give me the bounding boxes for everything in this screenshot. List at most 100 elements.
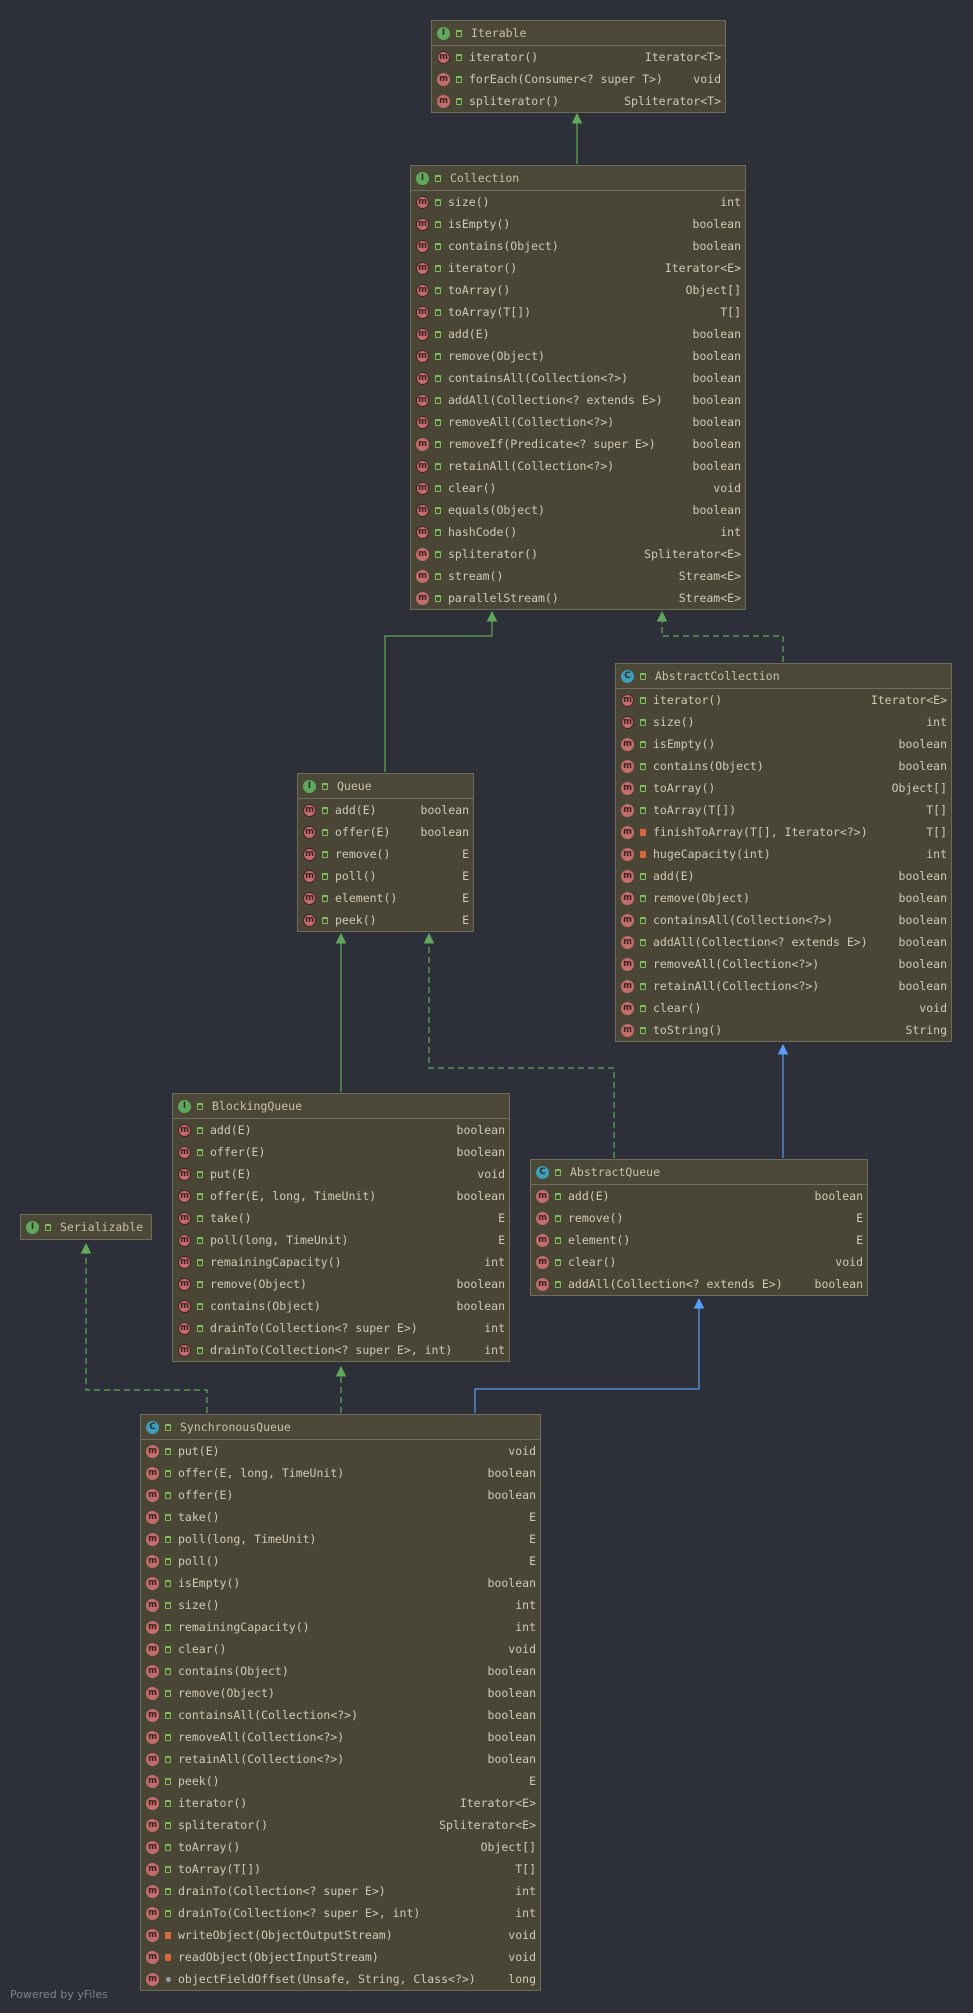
class-node-abstractqueue[interactable]: CAbstractQueuemadd(E)booleanmremove()Eme… [530,1159,868,1296]
class-header[interactable]: CSynchronousQueue [141,1415,540,1440]
class-node-synchronousqueue[interactable]: CSynchronousQueuemput(E)voidmoffer(E, lo… [140,1414,541,1991]
method-row[interactable]: mspliterator()Spliterator<E> [141,1814,540,1836]
method-row[interactable]: moffer(E)boolean [173,1141,509,1163]
method-row[interactable]: mremoveAll(Collection<?>)boolean [141,1726,540,1748]
method-row[interactable]: mtoArray()Object[] [141,1836,540,1858]
method-row[interactable]: mtake()E [141,1506,540,1528]
class-node-serializable[interactable]: ISerializable [20,1214,152,1240]
method-row[interactable]: mcontains(Object)boolean [173,1295,509,1317]
method-row[interactable]: msize()int [411,191,745,213]
method-row[interactable]: mput(E)void [141,1440,540,1462]
method-row[interactable]: moffer(E, long, TimeUnit)boolean [141,1462,540,1484]
method-row[interactable]: mcontainsAll(Collection<?>)boolean [141,1704,540,1726]
method-row[interactable]: mremoveAll(Collection<?>)boolean [616,953,951,975]
method-row[interactable]: mput(E)void [173,1163,509,1185]
method-row[interactable]: madd(E)boolean [531,1185,867,1207]
method-row[interactable]: mcontains(Object)boolean [141,1660,540,1682]
method-row[interactable]: mpoll()E [298,865,473,887]
method-row[interactable]: mremoveAll(Collection<?>)boolean [411,411,745,433]
method-row[interactable]: mpoll(long, TimeUnit)E [173,1229,509,1251]
method-row[interactable]: mremoveIf(Predicate<? super E>)boolean [411,433,745,455]
method-row[interactable]: mdrainTo(Collection<? super E>)int [173,1317,509,1339]
method-row[interactable]: madd(E)boolean [411,323,745,345]
method-row[interactable]: mcontains(Object)boolean [616,755,951,777]
class-node-iterable[interactable]: IIterablemiterator()Iterator<T>mforEach(… [431,20,726,113]
method-row[interactable]: msize()int [141,1594,540,1616]
class-node-collection[interactable]: ICollectionmsize()intmisEmpty()booleanmc… [410,165,746,610]
class-header[interactable]: CAbstractQueue [531,1160,867,1185]
method-row[interactable]: msize()int [616,711,951,733]
class-header[interactable]: CAbstractCollection [616,664,951,689]
method-row[interactable]: mequals(Object)boolean [411,499,745,521]
method-row[interactable]: mremove()E [298,843,473,865]
method-row[interactable]: mtoArray()Object[] [616,777,951,799]
method-row[interactable]: miterator()Iterator<E> [411,257,745,279]
method-row[interactable]: mdrainTo(Collection<? super E>)int [141,1880,540,1902]
method-row[interactable]: moffer(E)boolean [141,1484,540,1506]
method-row[interactable]: mretainAll(Collection<?>)boolean [616,975,951,997]
method-row[interactable]: mparallelStream()Stream<E> [411,587,745,609]
method-row[interactable]: mclear()void [141,1638,540,1660]
method-row[interactable]: misEmpty()boolean [141,1572,540,1594]
method-row[interactable]: mdrainTo(Collection<? super E>, int)int [173,1339,509,1361]
class-header[interactable]: ICollection [411,166,745,191]
class-node-abstractcollection[interactable]: CAbstractCollectionmiterator()Iterator<E… [615,663,952,1042]
class-header[interactable]: IBlockingQueue [173,1094,509,1119]
method-row[interactable]: madd(E)boolean [616,865,951,887]
method-row[interactable]: melement()E [531,1229,867,1251]
method-row[interactable]: misEmpty()boolean [411,213,745,235]
method-row[interactable]: mspliterator()Spliterator<T> [432,90,725,112]
method-row[interactable]: mpeek()E [298,909,473,931]
method-row[interactable]: mspliterator()Spliterator<E> [411,543,745,565]
class-header[interactable]: IIterable [432,21,725,46]
method-row[interactable]: moffer(E)boolean [298,821,473,843]
method-row[interactable]: mtoArray()Object[] [411,279,745,301]
method-row[interactable]: mcontainsAll(Collection<?>)boolean [616,909,951,931]
method-row[interactable]: miterator()Iterator<E> [141,1792,540,1814]
class-header[interactable]: ISerializable [21,1215,151,1239]
method-row[interactable]: mremainingCapacity()int [141,1616,540,1638]
method-row[interactable]: mtoArray(T[])T[] [141,1858,540,1880]
method-row[interactable]: mclear()void [531,1251,867,1273]
method-row[interactable]: maddAll(Collection<? extends E>)boolean [411,389,745,411]
method-row[interactable]: mtoArray(T[])T[] [411,301,745,323]
method-row[interactable]: mcontainsAll(Collection<?>)boolean [411,367,745,389]
method-row[interactable]: mpoll(long, TimeUnit)E [141,1528,540,1550]
method-row[interactable]: mtake()E [173,1207,509,1229]
method-row[interactable]: mclear()void [616,997,951,1019]
method-row[interactable]: mremainingCapacity()int [173,1251,509,1273]
class-header[interactable]: IQueue [298,774,473,799]
method-row[interactable]: miterator()Iterator<E> [616,689,951,711]
method-row[interactable]: madd(E)boolean [173,1119,509,1141]
method-row[interactable]: mforEach(Consumer<? super T>)void [432,68,725,90]
method-row[interactable]: mreadObject(ObjectInputStream)void [141,1946,540,1968]
method-row[interactable]: mretainAll(Collection<?>)boolean [141,1748,540,1770]
class-node-queue[interactable]: IQueuemadd(E)booleanmoffer(E)booleanmrem… [297,773,474,932]
method-row[interactable]: mstream()Stream<E> [411,565,745,587]
method-row[interactable]: mhugeCapacity(int)int [616,843,951,865]
method-row[interactable]: mtoString()String [616,1019,951,1041]
method-row[interactable]: mcontains(Object)boolean [411,235,745,257]
method-row[interactable]: mremove(Object)boolean [173,1273,509,1295]
method-row[interactable]: moffer(E, long, TimeUnit)boolean [173,1185,509,1207]
method-row[interactable]: maddAll(Collection<? extends E>)boolean [616,931,951,953]
method-row[interactable]: mdrainTo(Collection<? super E>, int)int [141,1902,540,1924]
method-row[interactable]: mpoll()E [141,1550,540,1572]
method-row[interactable]: miterator()Iterator<T> [432,46,725,68]
method-row[interactable]: mwriteObject(ObjectOutputStream)void [141,1924,540,1946]
method-row[interactable]: madd(E)boolean [298,799,473,821]
method-row[interactable]: mretainAll(Collection<?>)boolean [411,455,745,477]
method-row[interactable]: mclear()void [411,477,745,499]
method-row[interactable]: mremove()E [531,1207,867,1229]
method-row[interactable]: mpeek()E [141,1770,540,1792]
method-row[interactable]: mtoArray(T[])T[] [616,799,951,821]
method-row[interactable]: melement()E [298,887,473,909]
method-row[interactable]: mremove(Object)boolean [616,887,951,909]
class-node-blockingqueue[interactable]: IBlockingQueuemadd(E)booleanmoffer(E)boo… [172,1093,510,1362]
method-row[interactable]: misEmpty()boolean [616,733,951,755]
method-row[interactable]: mremove(Object)boolean [141,1682,540,1704]
method-row[interactable]: mhashCode()int [411,521,745,543]
method-row[interactable]: mobjectFieldOffset(Unsafe, String, Class… [141,1968,540,1990]
method-row[interactable]: mremove(Object)boolean [411,345,745,367]
method-row[interactable]: maddAll(Collection<? extends E>)boolean [531,1273,867,1295]
